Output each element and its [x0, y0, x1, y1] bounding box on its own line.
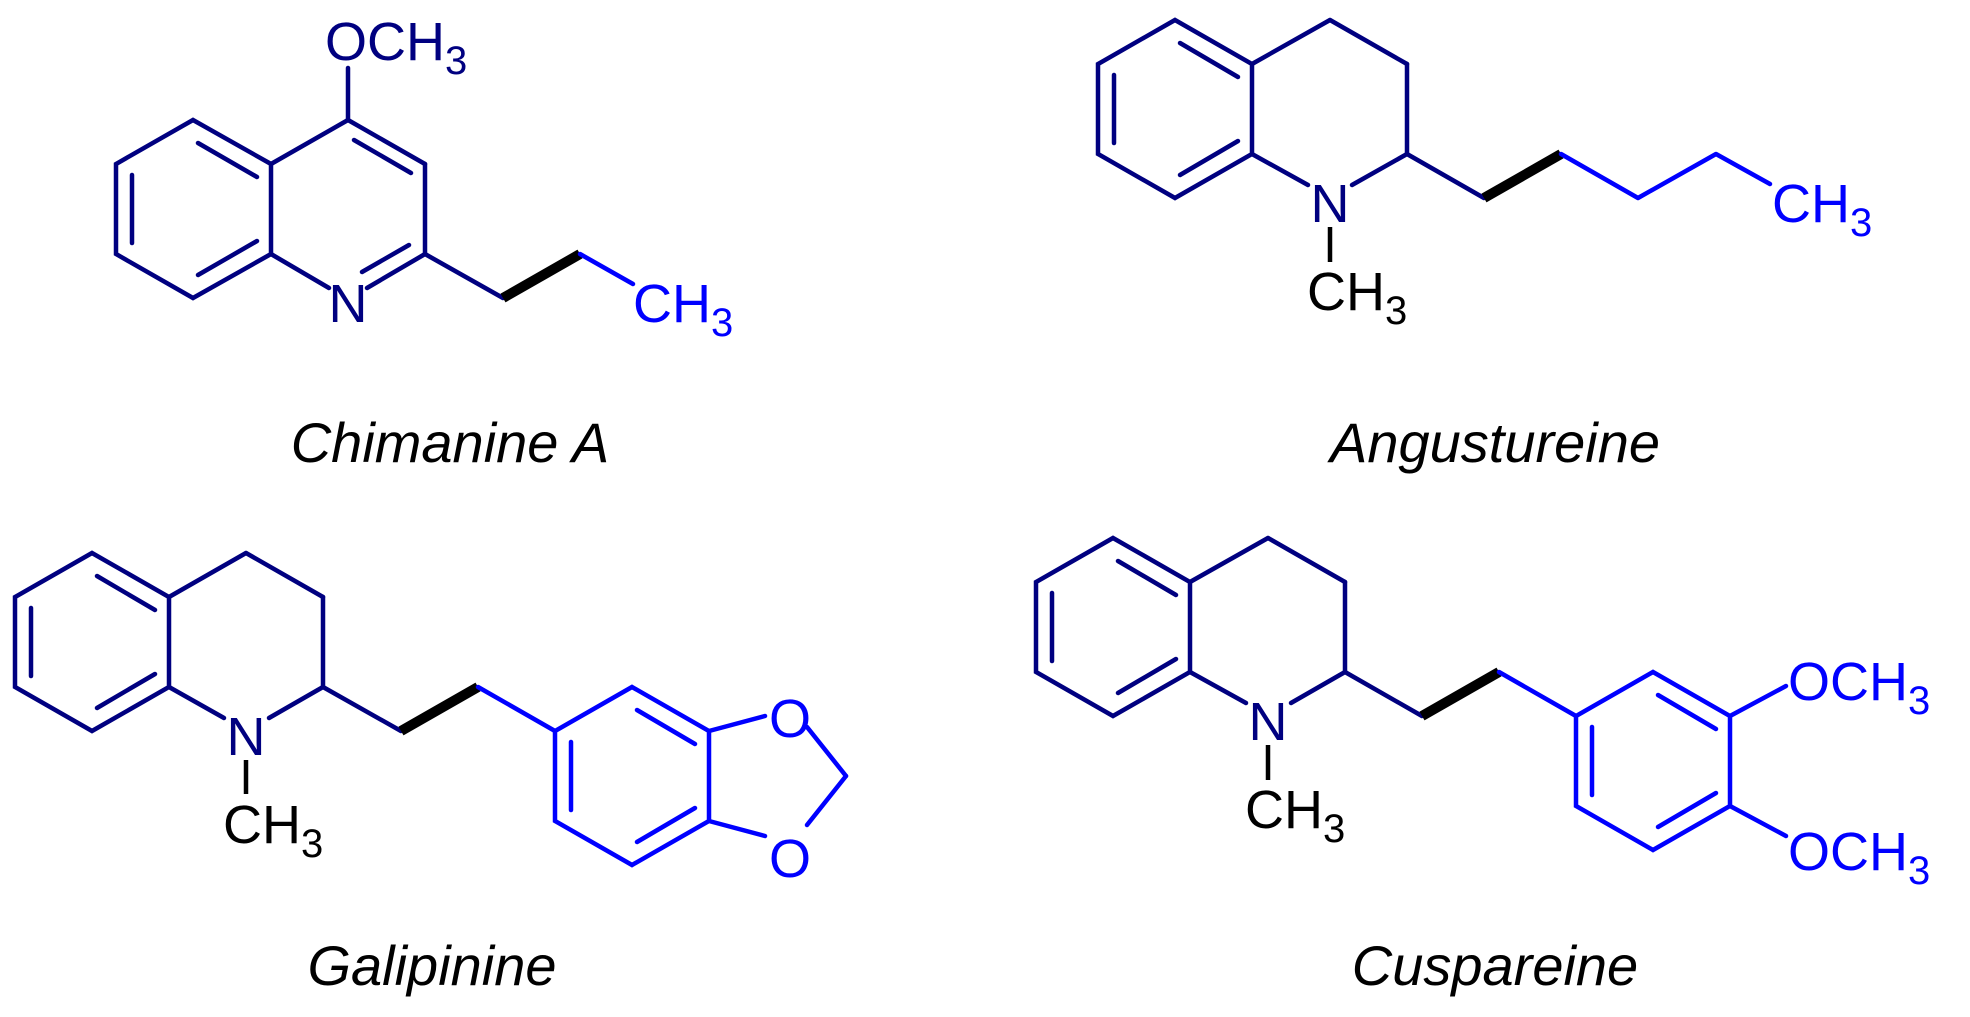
bonds [1033, 535, 1425, 719]
nitrogen-label: N [1311, 174, 1350, 234]
methoxy-label-upper: OCH3 [1788, 652, 1930, 723]
methoxy-label: OCH3 [325, 12, 467, 83]
nitrogen-label: N [329, 274, 368, 334]
n-methyl-label: CH3 [223, 795, 323, 866]
structure-angustureine: N CH3 CH3 Angustureine [1095, 17, 1872, 474]
compound-name-chimanine-a: Chimanine A [291, 411, 610, 474]
oxygen-label-top: O [769, 689, 811, 749]
n-methyl-label: CH3 [1245, 780, 1345, 851]
bonds [12, 550, 404, 734]
compound-name-angustureine: Angustureine [1327, 411, 1660, 474]
methyl-label: CH3 [633, 274, 733, 345]
bonds-benzodioxole [475, 684, 849, 868]
bonds [1095, 17, 1487, 201]
oxygen-label-bottom: O [769, 829, 811, 889]
n-methyl-label: CH3 [1307, 262, 1407, 333]
structure-chimanine-a: N OCH3 CH3 Chimanine A [113, 12, 733, 474]
nitrogen-label: N [227, 707, 266, 767]
bonds [113, 65, 428, 301]
nitrogen-label: N [1249, 692, 1288, 752]
compound-name-cuspareine: Cuspareine [1352, 934, 1638, 997]
methyl-label: CH3 [1772, 174, 1872, 245]
methoxy-label-lower: OCH3 [1788, 822, 1930, 893]
bonds-dimethoxyphenyl [1496, 669, 1789, 853]
structure-galipinine: N CH3 O O Galipinine [12, 550, 849, 997]
structure-cuspareine: N CH3 OCH3 OCH3 Cuspareine [1033, 535, 1930, 997]
compound-name-galipinine: Galipinine [307, 934, 556, 997]
